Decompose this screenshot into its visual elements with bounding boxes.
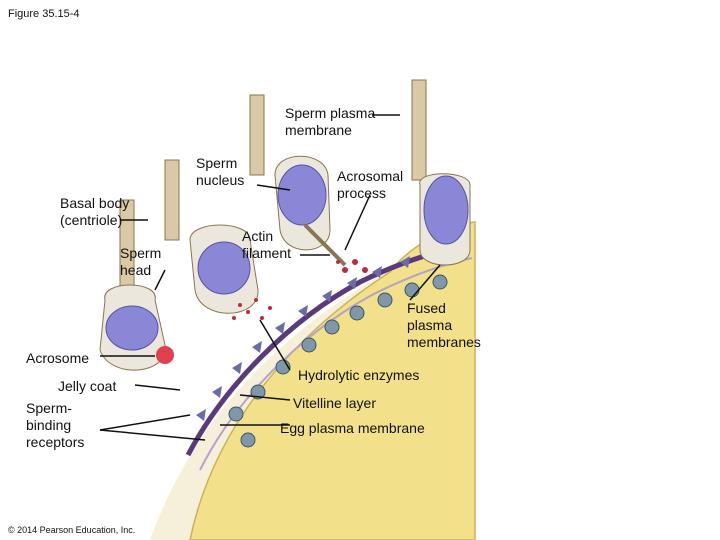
label-hydrolytic-enzymes: Hydrolytic enzymes: [298, 367, 420, 383]
copyright: © 2014 Pearson Education, Inc.: [8, 525, 136, 535]
label-sperm-nucleus: Sperm nucleus: [196, 155, 245, 188]
label-basal-body: Basal body (centriole): [60, 195, 130, 228]
label-acrosomal-process: Acrosomal process: [337, 168, 404, 201]
hydrolytic-enzyme-dots: [232, 259, 368, 320]
leader-lines: [99, 114, 441, 441]
label-egg-plasma-membrane: Egg plasma membrane: [280, 420, 425, 436]
label-sperm-binding-receptors: Sperm- binding receptors: [26, 400, 85, 450]
sperm-3: [249, 94, 347, 267]
sperm-1: [99, 199, 174, 371]
label-acrosome: Acrosome: [26, 350, 90, 366]
label-jelly-coat: Jelly coat: [58, 378, 117, 394]
label-fused-plasma-membranes: Fused plasma membranes: [407, 300, 481, 350]
label-actin-filament: Actin filament: [242, 228, 292, 261]
figure-title: Figure 35.15-4: [8, 8, 80, 20]
label-vitelline-layer: Vitelline layer: [293, 395, 377, 411]
sperm-binding-receptors: [196, 256, 410, 421]
sperm-4: [411, 79, 471, 266]
sperm-2: [164, 159, 259, 314]
label-sperm-plasma-membrane: Sperm plasma membrane: [285, 105, 376, 138]
label-sperm-head: Sperm head: [120, 245, 162, 278]
